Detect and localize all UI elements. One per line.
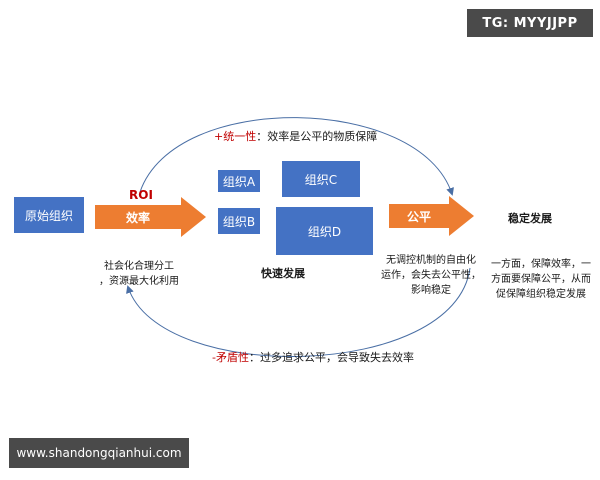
unity-annotation: +统一性：效率是公平的物质保障 <box>214 128 377 144</box>
org-a-label: 组织A <box>222 174 256 189</box>
conflict-curve <box>126 267 471 357</box>
fairness-label: 公平 <box>406 209 431 224</box>
org-d-box: 组织D <box>276 207 373 255</box>
unity-curve <box>139 117 454 196</box>
origin-org-box: 原始组织 <box>14 197 84 233</box>
right-note-line-1: 一方面，保障效率，一 <box>491 259 591 270</box>
url-watermark: www.shandongqianhui.com <box>9 438 189 468</box>
conflict-text: ：过多追求公平，会导致失去效率 <box>248 351 414 364</box>
org-a-box: 组织A <box>218 170 260 192</box>
org-c-box: 组织C <box>282 161 360 197</box>
org-b-label: 组织B <box>222 214 256 229</box>
roi-label: ROI <box>129 188 153 202</box>
org-d-label: 组织D <box>307 224 342 239</box>
middle-note-line-2: 运作，会失去公平性， <box>381 270 481 281</box>
fairness-arrow <box>389 196 474 236</box>
conflict-annotation: -矛盾性：过多追求公平，会导致失去效率 <box>212 349 414 365</box>
efficiency-arrow <box>95 197 206 237</box>
middle-note: 无调控机制的自由化 运作，会失去公平性， 影响稳定 <box>378 253 484 298</box>
unity-prefix: +统一性 <box>214 130 257 143</box>
unity-text: ：效率是公平的物质保障 <box>256 130 378 143</box>
right-note-line-3: 促保障组织稳定发展 <box>496 289 586 300</box>
efficiency-label: 效率 <box>125 210 150 225</box>
tg-watermark: TG: MYYJJPP <box>467 9 593 37</box>
origin-org-label: 原始组织 <box>24 208 73 223</box>
right-note-line-2: 方面要保障公平，从而 <box>491 274 591 285</box>
org-b-box: 组织B <box>218 208 260 234</box>
middle-note-line-3: 影响稳定 <box>411 285 451 296</box>
conflict-prefix: -矛盾性 <box>212 351 249 364</box>
left-note-line-2: ，资源最大化利用 <box>99 276 179 287</box>
left-note: 社会化合理分工 ，资源最大化利用 <box>88 259 190 289</box>
right-note: 一方面，保障效率，一 方面要保障公平，从而 促保障组织稳定发展 <box>486 257 596 302</box>
left-note-line-1: 社会化合理分工 <box>104 261 174 272</box>
org-c-label: 组织C <box>304 172 338 187</box>
rapid-growth-label: 快速发展 <box>261 267 305 280</box>
stable-growth-label: 稳定发展 <box>508 212 552 225</box>
middle-note-line-1: 无调控机制的自由化 <box>386 255 476 266</box>
